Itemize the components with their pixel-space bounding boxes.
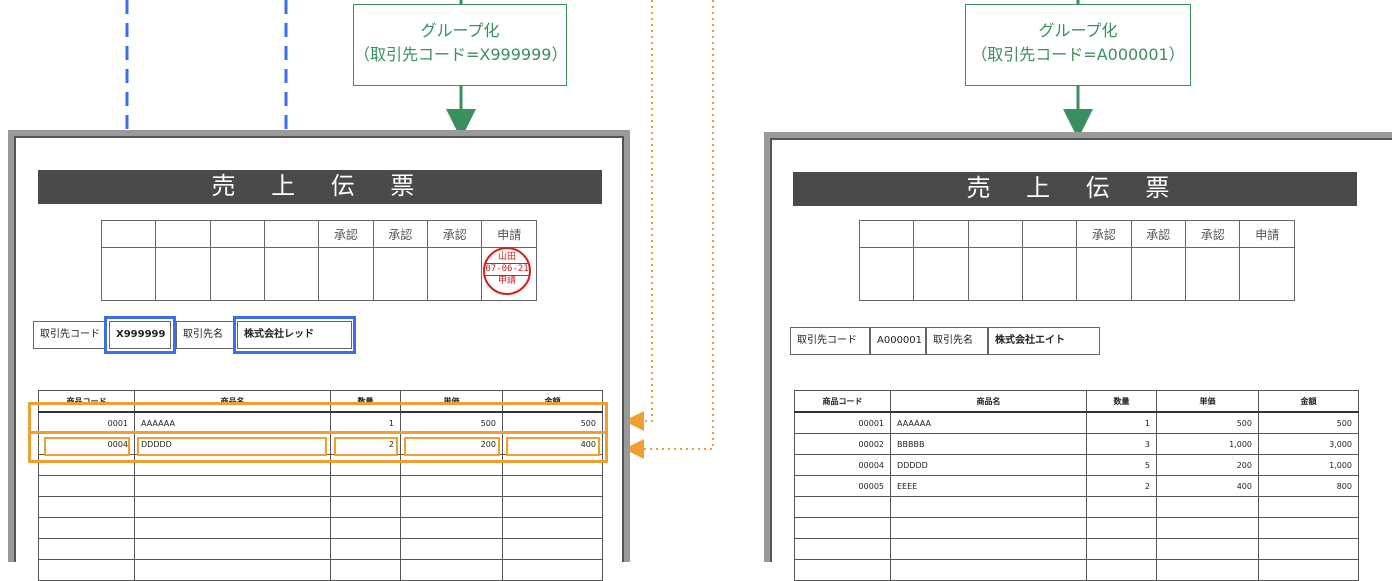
group-box-right: グループ化 （取引先コード=A000001） bbox=[965, 4, 1191, 86]
column-header: 数量 bbox=[1086, 390, 1157, 413]
table-row-empty bbox=[794, 538, 1359, 560]
table-row-empty bbox=[794, 496, 1359, 518]
column-header: 金額 bbox=[1258, 390, 1359, 413]
cell-amount: 800 bbox=[1258, 475, 1359, 497]
client-name-value: 株式会社エイト bbox=[988, 327, 1100, 355]
table-row-empty bbox=[38, 475, 603, 497]
table-row: 00005 EEEE 2 400 800 bbox=[794, 475, 1359, 497]
cell-amount: 3,000 bbox=[1258, 433, 1359, 455]
approval-label: 承認 bbox=[372, 220, 429, 248]
approval-label: 承認 bbox=[318, 220, 374, 248]
table-row: 00004 DDDDD 5 200 1,000 bbox=[794, 454, 1359, 476]
approval-label: 承認 bbox=[427, 220, 483, 248]
approval-label: 承認 bbox=[1076, 220, 1132, 248]
cell-code: 00001 bbox=[794, 411, 891, 434]
highlight-cell-qty bbox=[334, 437, 398, 456]
group-subtitle: （取引先コード=X999999） bbox=[354, 45, 568, 64]
slip-title: 売 上 伝 票 bbox=[793, 172, 1357, 206]
highlight-cell-name bbox=[137, 437, 327, 456]
cell-amount: 1,000 bbox=[1258, 454, 1359, 476]
client-code-value: X999999 bbox=[109, 321, 171, 349]
cell-price: 200 bbox=[1156, 454, 1259, 476]
table-row-empty bbox=[38, 517, 603, 539]
cell-name: EEEE bbox=[890, 475, 1087, 497]
column-header: 商品名 bbox=[890, 390, 1087, 413]
table-row-empty bbox=[794, 559, 1359, 581]
approval-label: 承認 bbox=[1185, 220, 1241, 248]
cell-price: 1,000 bbox=[1156, 433, 1259, 455]
client-code-value: A000001 bbox=[870, 327, 926, 355]
group-title: グループ化 bbox=[1038, 21, 1118, 40]
approval-label: 承認 bbox=[1130, 220, 1187, 248]
line-items-table: 商品コード 商品名 数量 単価 金額 0001 AAAAAA 1 500 500… bbox=[38, 390, 603, 581]
cell-name: DDDDD bbox=[890, 454, 1087, 476]
approval-grid: 承認 承認 承認 申請 bbox=[100, 220, 537, 301]
highlight-row-2 bbox=[28, 431, 608, 463]
cell-code: 00005 bbox=[794, 475, 891, 497]
highlight-row-1 bbox=[28, 402, 608, 434]
stamp-name: 山田 bbox=[497, 252, 516, 262]
column-header: 商品コード bbox=[38, 390, 135, 413]
client-code-label: 取引先コード bbox=[790, 327, 870, 355]
column-header: 単価 bbox=[1156, 390, 1259, 413]
group-box-left: グループ化 （取引先コード=X999999） bbox=[353, 4, 567, 86]
approval-label: 申請 bbox=[1239, 220, 1295, 248]
table-row: 00001 AAAAAA 1 500 500 bbox=[794, 411, 1359, 434]
client-code-label: 取引先コード bbox=[33, 321, 107, 349]
line-items-table: 商品コード 商品名 数量 単価 金額 00001 AAAAAA 1 500 50… bbox=[794, 390, 1359, 581]
approval-stamp: 山田 07-06-21 申請 bbox=[483, 247, 531, 295]
approval-label: 申請 bbox=[481, 220, 537, 248]
cell-qty: 5 bbox=[1086, 454, 1157, 476]
highlight-cell-code bbox=[44, 437, 130, 456]
highlight-cell-price bbox=[404, 437, 500, 456]
cell-price: 500 bbox=[1156, 411, 1259, 434]
highlight-client-name bbox=[233, 316, 356, 354]
cell-amount: 500 bbox=[1258, 411, 1359, 434]
client-name-label: 取引先名 bbox=[176, 321, 234, 349]
table-row: 00002 BBBBB 3 1,000 3,000 bbox=[794, 433, 1359, 455]
cell-code: 00002 bbox=[794, 433, 891, 455]
cell-code: 00004 bbox=[794, 454, 891, 476]
cell-qty: 3 bbox=[1086, 433, 1157, 455]
cell-price: 400 bbox=[1156, 475, 1259, 497]
orange-dotted-connector-1 bbox=[624, 0, 653, 431]
column-header: 金額 bbox=[502, 390, 603, 413]
table-row-empty bbox=[38, 538, 603, 560]
table-row-empty bbox=[794, 517, 1359, 539]
orange-dotted-connector-2 bbox=[624, 0, 714, 459]
client-name-label: 取引先名 bbox=[926, 327, 988, 355]
group-title: グループ化 bbox=[420, 21, 500, 40]
client-name-value: 株式会社レッド bbox=[237, 321, 352, 349]
table-row-empty bbox=[38, 559, 603, 581]
group-subtitle: （取引先コード=A000001） bbox=[971, 45, 1185, 64]
stamp-label: 申請 bbox=[497, 276, 516, 286]
highlight-client-code bbox=[104, 316, 176, 354]
highlight-cell-amount bbox=[506, 437, 600, 456]
cell-qty: 2 bbox=[1086, 475, 1157, 497]
slip-title: 売 上 伝 票 bbox=[38, 170, 602, 204]
table-row-empty bbox=[38, 496, 603, 518]
column-header: 商品コード bbox=[794, 390, 891, 413]
approval-grid: 承認 承認 承認 申請 bbox=[858, 220, 1295, 301]
cell-name: BBBBB bbox=[890, 433, 1087, 455]
stamp-date: 07-06-21 bbox=[485, 263, 529, 276]
cell-qty: 1 bbox=[1086, 411, 1157, 434]
cell-name: AAAAAA bbox=[890, 411, 1087, 434]
